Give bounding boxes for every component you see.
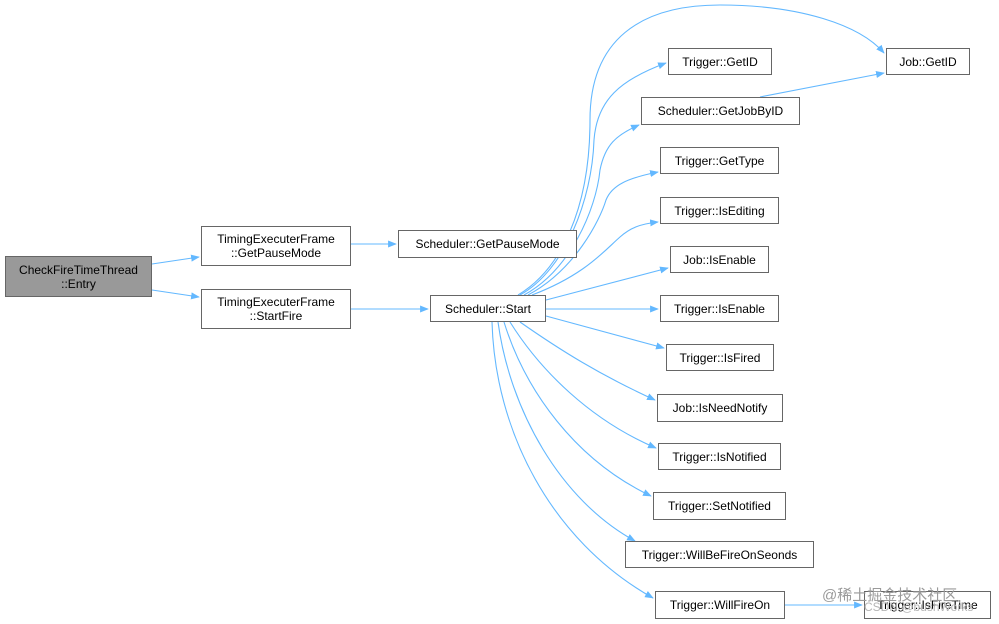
node-trig-getid[interactable]: Trigger::GetID <box>668 48 772 75</box>
node-startfire[interactable]: TimingExecuterFrame ::StartFire <box>201 289 351 329</box>
node-isediting[interactable]: Trigger::IsEditing <box>660 197 779 224</box>
node-isfired[interactable]: Trigger::IsFired <box>666 344 774 371</box>
edge-schedstart-to-trig-getid <box>519 62 667 296</box>
node-job-getid[interactable]: Job::GetID <box>886 48 970 75</box>
edge-schedstart-to-willbefire <box>497 321 636 542</box>
edge-schedstart-to-setnotified <box>503 321 652 497</box>
node-isfiretime[interactable]: Trigger::IsFireTime <box>864 591 991 619</box>
watermark-text: @稀土掘金技术社区 <box>822 587 958 604</box>
edge-getjob-to-job-getid <box>759 71 885 98</box>
edge-schedstart-to-isnotified <box>509 321 657 449</box>
node-willfireon[interactable]: Trigger::WillFireOn <box>655 591 785 619</box>
node-entry[interactable]: CheckFireTimeThread ::Entry <box>5 256 152 297</box>
edge-schedstart-to-willfireon <box>491 321 654 599</box>
node-getjob[interactable]: Scheduler::GetJobByID <box>641 97 800 125</box>
node-schedstart[interactable]: Scheduler::Start <box>430 295 546 322</box>
edge-schedstart-to-job-isenable <box>545 266 669 301</box>
node-isnotified[interactable]: Trigger::IsNotified <box>658 443 781 470</box>
edge-schedstart-to-getjob <box>523 124 640 296</box>
edge-schedstart-to-isediting <box>531 219 659 296</box>
edge-entry-to-startfire <box>151 289 200 300</box>
edge-schedstart-to-gettype <box>527 170 659 296</box>
node-trig-isenable[interactable]: Trigger::IsEnable <box>660 295 779 322</box>
edge-schedstart-to-isneednotify <box>519 321 656 401</box>
node-getpause[interactable]: TimingExecuterFrame ::GetPauseMode <box>201 226 351 266</box>
edge-entry-to-getpause <box>151 254 200 265</box>
node-job-isenable[interactable]: Job::IsEnable <box>670 246 769 273</box>
edge-schedstart-to-isfired <box>545 315 665 350</box>
node-setnotified[interactable]: Trigger::SetNotified <box>653 492 786 520</box>
node-willbefire[interactable]: Trigger::WillBeFireOnSeonds <box>625 541 814 568</box>
node-isneednotify[interactable]: Job::IsNeedNotify <box>657 394 783 422</box>
node-gettype[interactable]: Trigger::GetType <box>660 147 779 174</box>
watermark-subtext: CSDN @bushWorks <box>864 600 974 614</box>
node-schedpause[interactable]: Scheduler::GetPauseMode <box>398 230 577 258</box>
